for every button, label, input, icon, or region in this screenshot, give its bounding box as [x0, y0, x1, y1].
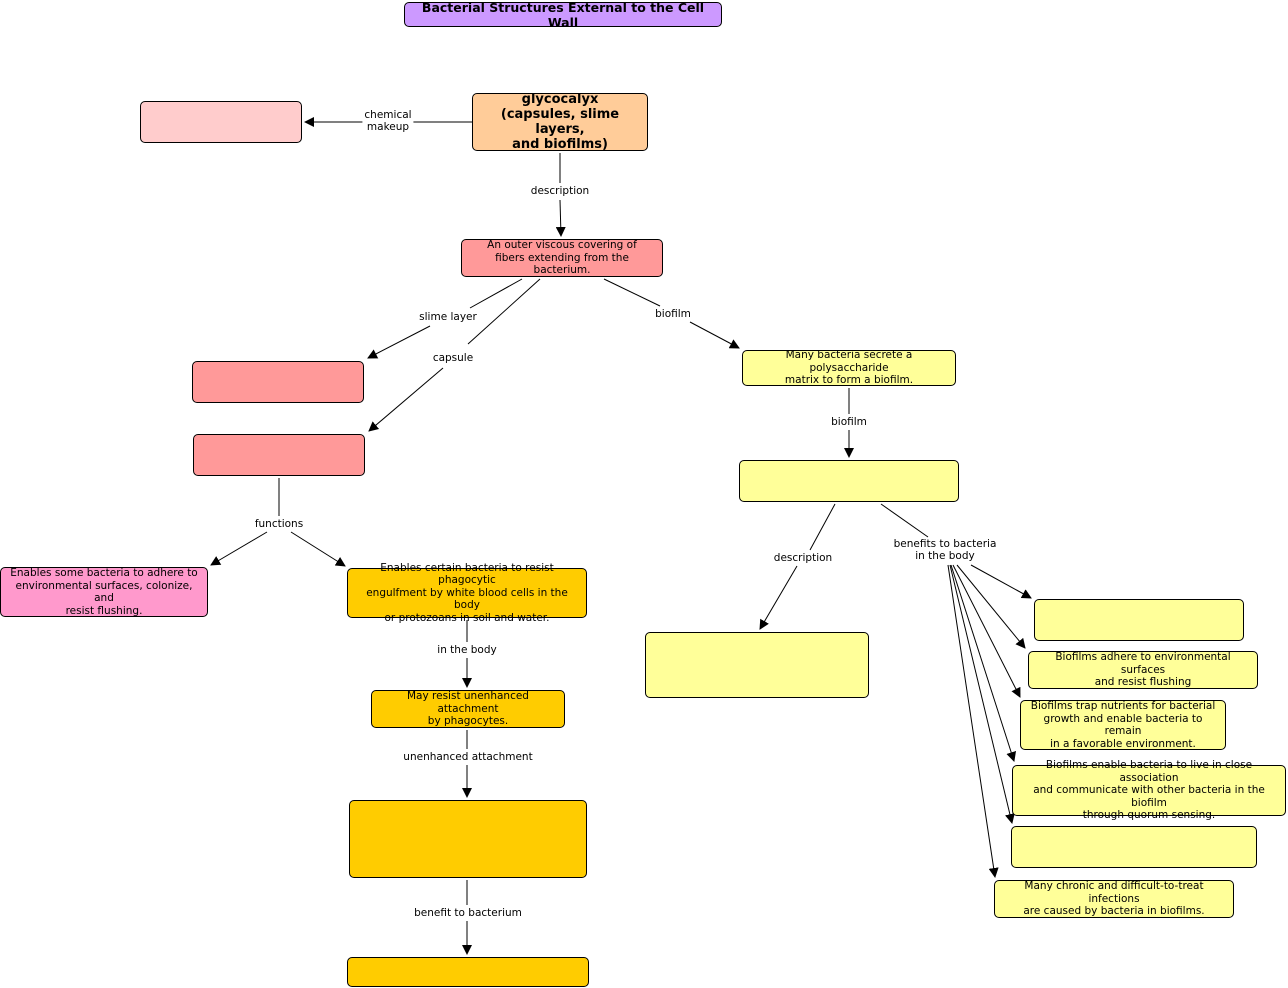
- node-benefit-blank[interactable]: [347, 957, 589, 987]
- edge-biofilm-b: [689, 321, 740, 349]
- link-unenhanced-attachment: unenhanced attachment: [401, 751, 535, 763]
- node-benefit4[interactable]: Biofilms enable bacteria to live in clos…: [1012, 759, 1286, 821]
- node-adhere[interactable]: Enables some bacteria to adhere to envir…: [0, 567, 208, 617]
- edge-benefits-stem: [880, 503, 929, 538]
- edge-biofilm-a: [603, 278, 661, 307]
- link-biofilm: biofilm: [653, 308, 693, 320]
- node-benefit4-text: Biofilms enable bacteria to live in clos…: [1033, 759, 1265, 822]
- node-benefit2[interactable]: Biofilms adhere to environmental surface…: [1028, 651, 1258, 689]
- link-functions: functions: [252, 518, 306, 530]
- link-benefits-in-body: benefits to bacteria in the body: [891, 538, 999, 562]
- edge-benefit-3: [952, 564, 1021, 698]
- edge-capsule-a: [467, 278, 541, 345]
- node-chemical-makeup-blank[interactable]: [140, 101, 302, 143]
- diagram-title: Bacterial Structures External to the Cel…: [404, 0, 722, 30]
- link-description-2: description: [771, 552, 835, 564]
- link-benefit-to-bacterium: benefit to bacterium: [412, 907, 524, 919]
- node-resist-attachment-text: May resist unenhanced attachment by phag…: [407, 690, 529, 728]
- link-description: description: [528, 185, 592, 197]
- node-description-blank[interactable]: [645, 632, 869, 698]
- node-benefit6-text: Many chronic and difficult-to-treat infe…: [1023, 880, 1205, 918]
- edge-benefit-1: [970, 564, 1032, 599]
- node-benefit1-blank[interactable]: [1034, 599, 1244, 641]
- edge-functions-left: [210, 531, 268, 566]
- edge-description-b: [555, 199, 566, 237]
- node-benefit6[interactable]: Many chronic and difficult-to-treat infe…: [994, 880, 1234, 918]
- node-glycocalyx-text: glycocalyx (capsules, slime layers, and …: [500, 92, 620, 152]
- node-slime-layer-blank[interactable]: [192, 361, 364, 403]
- link-chemical-makeup: chemical makeup: [362, 109, 414, 133]
- edge-description2-a: [809, 503, 836, 551]
- link-slime-layer: slime layer: [417, 311, 479, 323]
- node-biofilm-blank[interactable]: [739, 460, 959, 502]
- node-capsule-blank[interactable]: [193, 434, 365, 476]
- node-outer-covering[interactable]: An outer viscous covering of fibers exte…: [461, 239, 663, 277]
- node-glycocalyx[interactable]: glycocalyx (capsules, slime layers, and …: [472, 92, 648, 152]
- node-benefit5-blank[interactable]: [1011, 826, 1257, 868]
- edge-functions-right: [290, 531, 346, 567]
- edge-slime-layer-b: [367, 325, 431, 359]
- node-outer-covering-text: An outer viscous covering of fibers exte…: [487, 239, 637, 277]
- edge-benefit-5: [949, 564, 1015, 824]
- diagram-title-text: Bacterial Structures External to the Cel…: [421, 0, 705, 30]
- link-in-the-body: in the body: [435, 644, 499, 656]
- node-unenhanced-blank[interactable]: [349, 800, 587, 878]
- link-capsule: capsule: [430, 352, 476, 364]
- node-benefit3-text: Biofilms trap nutrients for bacterial gr…: [1030, 700, 1216, 750]
- edge-capsule-b: [368, 367, 444, 432]
- node-resist-attachment[interactable]: May resist unenhanced attachment by phag…: [371, 690, 565, 728]
- edge-slime-layer-a: [469, 278, 523, 309]
- edge-description2-b: [759, 565, 798, 630]
- edge-benefit-2: [956, 564, 1026, 649]
- node-benefit3[interactable]: Biofilms trap nutrients for bacterial gr…: [1020, 700, 1226, 750]
- node-resist-phagocytic[interactable]: Enables certain bacteria to resist phago…: [347, 562, 587, 624]
- node-biofilm-secrete[interactable]: Many bacteria secrete a polysaccharide m…: [742, 349, 956, 387]
- node-benefit2-text: Biofilms adhere to environmental surface…: [1055, 651, 1231, 689]
- edge-benefit-6: [947, 564, 999, 878]
- node-resist-phagocytic-text: Enables certain bacteria to resist phago…: [366, 561, 568, 624]
- link-biofilm-2: biofilm: [829, 416, 869, 428]
- node-adhere-text: Enables some bacteria to adhere to envir…: [10, 567, 198, 617]
- edge-benefit-4: [950, 564, 1017, 762]
- node-biofilm-secrete-text: Many bacteria secrete a polysaccharide m…: [784, 349, 914, 387]
